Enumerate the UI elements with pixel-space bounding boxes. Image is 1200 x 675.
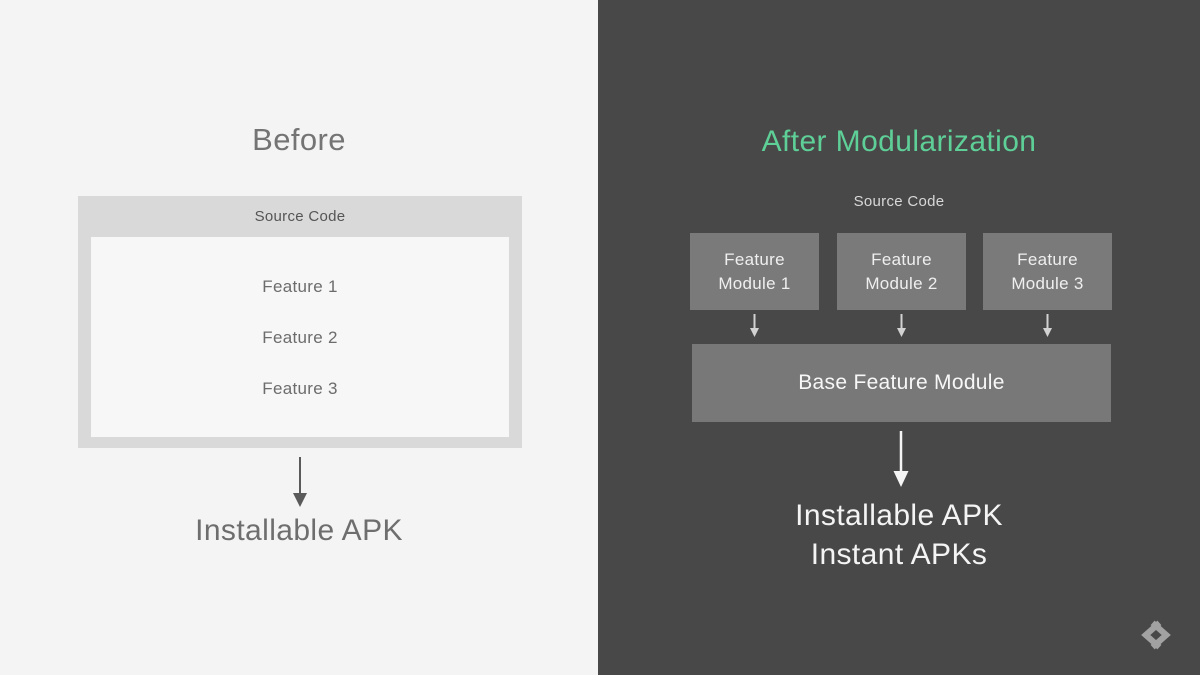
module-down-arrow-icon	[750, 314, 759, 337]
feature-item-3: Feature 3	[262, 379, 338, 398]
feature-module-box-1: Feature Module 1	[690, 233, 819, 310]
source-code-box: Source Code Feature 1 Feature 2 Feature …	[78, 196, 522, 448]
down-arrow-icon-large	[893, 431, 909, 487]
instant-apks-label: Instant APKs	[810, 538, 988, 571]
feature-item-1: Feature 1	[262, 277, 338, 296]
feature-module-label-line2: Module 2	[865, 273, 938, 293]
before-panel: Before Source Code Feature 1 Feature 2 F…	[0, 0, 598, 675]
module-down-arrow-icon	[1043, 314, 1052, 337]
source-code-box-body: Feature 1 Feature 2 Feature 3	[91, 237, 509, 437]
after-panel: After Modularization Source Code Feature…	[598, 0, 1200, 675]
feature-module-label-line1: Feature	[1017, 249, 1078, 269]
feature-module-label-line1: Feature	[724, 249, 785, 269]
before-title: Before	[252, 122, 346, 157]
after-output-labels: Installable APK Instant APKs	[598, 496, 1200, 574]
before-output-label: Installable APK	[195, 514, 403, 547]
feature-module-label-line1: Feature	[871, 249, 932, 269]
google-developers-logo-icon	[1141, 620, 1171, 650]
feature-module-label-line2: Module 3	[1011, 273, 1084, 293]
feature-module-box-2: Feature Module 2	[837, 233, 966, 310]
module-down-arrow-icon	[897, 314, 906, 337]
source-code-box-header: Source Code	[254, 208, 346, 225]
feature-module-box-3: Feature Module 3	[983, 233, 1112, 310]
installable-apk-label: Installable APK	[795, 499, 1003, 532]
feature-module-label-line2: Module 1	[718, 273, 791, 293]
base-module-label: Base Feature Module	[798, 371, 1005, 394]
base-feature-module-box: Base Feature Module	[692, 344, 1111, 422]
source-code-label: Source Code	[853, 193, 945, 210]
feature-item-2: Feature 2	[262, 328, 338, 347]
down-arrow-icon	[293, 457, 307, 507]
after-title: After Modularization	[761, 125, 1037, 158]
